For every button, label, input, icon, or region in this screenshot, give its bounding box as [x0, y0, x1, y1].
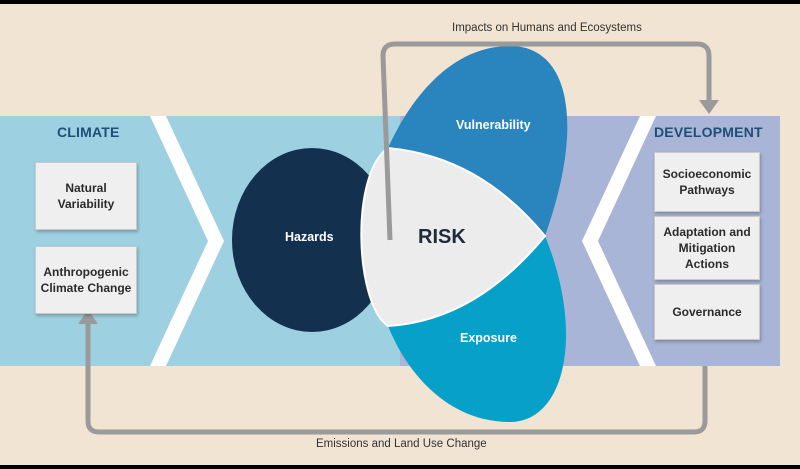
diagram-canvas: Impacts on Humans and Ecosystems Emissio… — [0, 4, 800, 465]
governance-box: Governance — [654, 284, 760, 340]
adaptation-mitigation-label: Adaptation and Mitigation Actions — [663, 225, 751, 271]
anthropogenic-climate-change-label: Anthropogenic Climate Change — [40, 265, 132, 295]
governance-label: Governance — [672, 305, 742, 319]
natural-variability-label: Natural Variability — [57, 181, 115, 211]
impacts-flow-label: Impacts on Humans and Ecosystems — [452, 22, 642, 34]
risk-diagram-svg — [78, 41, 719, 435]
emissions-flow-arrow — [85, 322, 708, 435]
exposure-label: Exposure — [460, 331, 517, 345]
vulnerability-petal — [388, 46, 568, 236]
vulnerability-label: Vulnerability — [456, 118, 531, 132]
hazards-label: Hazards — [285, 230, 334, 244]
risk-label: RISK — [418, 226, 466, 248]
emissions-flow-label: Emissions and Land Use Change — [316, 438, 487, 450]
hazards-petal — [232, 148, 392, 332]
climate-chevron — [150, 116, 224, 366]
climate-title: CLIMATE — [57, 124, 120, 140]
impacts-flow-arrow — [380, 41, 712, 241]
socioeconomic-pathways-label: Socioeconomic Pathways — [662, 167, 752, 197]
impacts-arrowhead — [699, 100, 719, 114]
natural-variability-box: Natural Variability — [35, 162, 137, 230]
risk-center — [360, 146, 547, 328]
exposure-petal — [388, 236, 567, 422]
socioeconomic-pathways-box: Socioeconomic Pathways — [654, 152, 760, 212]
emissions-arrowhead — [78, 310, 98, 324]
development-title: DEVELOPMENT — [654, 124, 763, 140]
development-chevron — [582, 116, 656, 366]
adaptation-mitigation-box: Adaptation and Mitigation Actions — [654, 216, 760, 280]
anthropogenic-climate-change-box: Anthropogenic Climate Change — [35, 246, 137, 314]
